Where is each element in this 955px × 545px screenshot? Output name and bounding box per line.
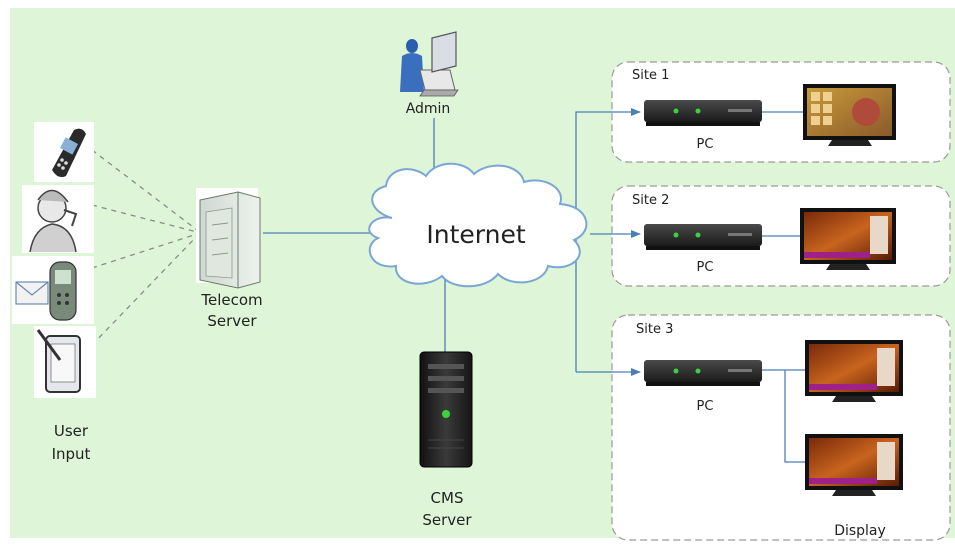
user-input-label-line1: User bbox=[54, 422, 89, 440]
tv-display-icon bbox=[805, 340, 903, 402]
site-3-title: Site 3 bbox=[636, 322, 673, 337]
site-1-pc-label: PC bbox=[697, 137, 714, 152]
set-top-box-pc-icon bbox=[644, 360, 762, 386]
set-top-box-pc-icon bbox=[644, 224, 762, 250]
tv-display-icon bbox=[800, 208, 896, 270]
tower-server-icon bbox=[419, 351, 473, 468]
site-1-title: Site 1 bbox=[632, 68, 669, 83]
tv-display-icon bbox=[803, 84, 896, 146]
set-top-box-pc-icon bbox=[644, 100, 762, 126]
site-2-title: Site 2 bbox=[632, 193, 669, 208]
mobile-phone-icon bbox=[34, 122, 94, 182]
site-2-pc-label: PC bbox=[697, 260, 714, 275]
display-label: Display bbox=[834, 523, 886, 539]
cms-server-label-line2: Server bbox=[422, 511, 472, 529]
internet-label: Internet bbox=[426, 220, 525, 249]
internet-cloud: Internet bbox=[368, 162, 588, 288]
telecom-server-label-line2: Server bbox=[207, 312, 257, 330]
sms-phone-icon bbox=[12, 256, 94, 324]
site-3-pc-label: PC bbox=[697, 399, 714, 414]
tablet-stylus-icon bbox=[34, 326, 96, 398]
user-input-label-line2: Input bbox=[52, 445, 91, 463]
caller-person-icon bbox=[22, 185, 94, 253]
admin-laptop-icon bbox=[400, 31, 459, 97]
cms-server-label-line1: CMS bbox=[431, 489, 464, 507]
user-input-links bbox=[91, 149, 198, 346]
tv-display-icon bbox=[805, 434, 903, 496]
telecom-server-label-line1: Telecom bbox=[200, 291, 262, 309]
admin-label: Admin bbox=[406, 101, 451, 117]
server-cabinet-icon bbox=[196, 188, 261, 289]
